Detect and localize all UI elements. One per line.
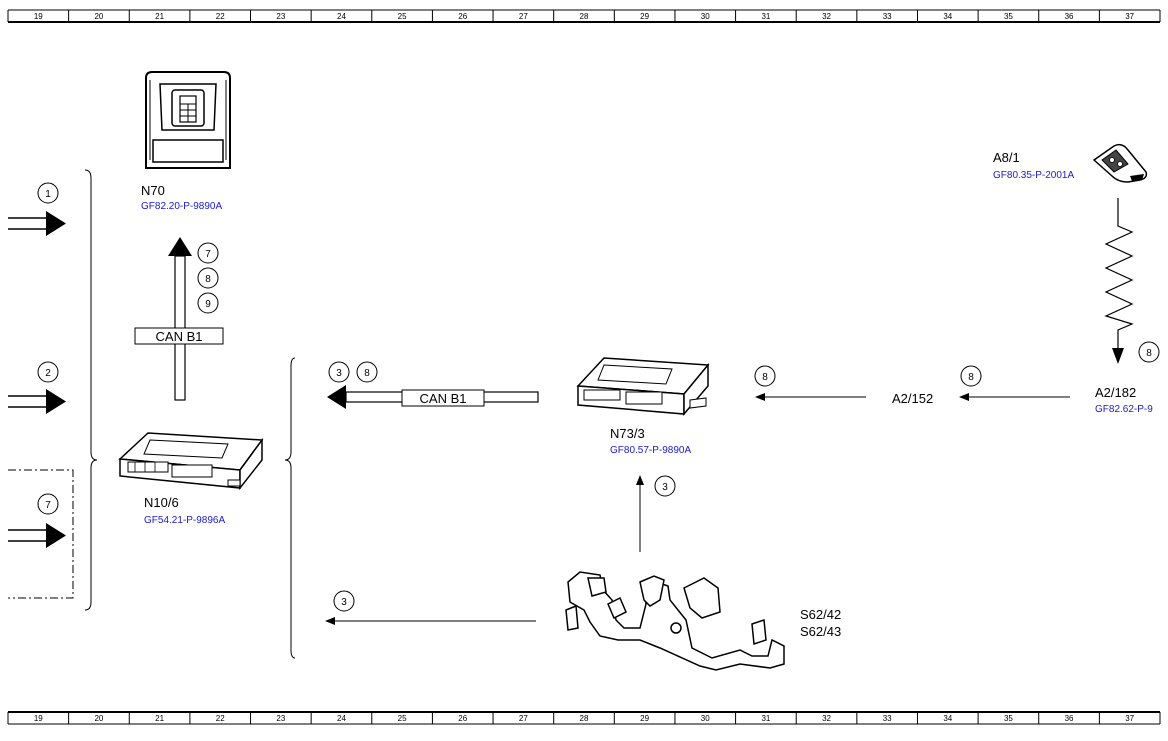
wireless-signal-zigzag	[1104, 198, 1134, 348]
top-ruler-number: 34	[943, 12, 952, 21]
bottom-ruler-number: 28	[580, 714, 589, 723]
top-ruler-number: 27	[519, 12, 528, 21]
top-ruler-number: 32	[822, 12, 831, 21]
s62-43-label: S62/43	[800, 624, 841, 639]
middle-brace	[284, 357, 296, 659]
top-ruler-number: 28	[580, 12, 589, 21]
n73-3-label: N73/3	[610, 426, 645, 441]
bottom-ruler-number: 20	[94, 714, 103, 723]
input-arrow-2: 2	[8, 361, 66, 414]
a2-182-ref-link[interactable]: GF82.62-P-9	[1095, 404, 1153, 415]
bottom-ruler-number: 23	[276, 714, 285, 723]
top-ruler-number: 19	[34, 12, 43, 21]
bottom-ruler-number: 36	[1065, 714, 1074, 723]
top-ruler-number: 30	[701, 12, 710, 21]
input-arrow-7: 7	[8, 469, 74, 599]
s62-42-label: S62/42	[800, 607, 841, 622]
bottom-ruler-number: 31	[761, 714, 770, 723]
n73-3-control-module	[576, 357, 710, 417]
top-ruler-number: 23	[276, 12, 285, 21]
n70-label: N70	[141, 183, 165, 198]
can-b1-label-upper: CAN B1	[156, 329, 203, 344]
signal-s62-up-3: 3	[662, 482, 668, 493]
n10-6-control-module	[118, 432, 264, 491]
a2-182-label: A2/182	[1095, 385, 1136, 400]
top-ruler: 19 20 21 22 23 24 25 26 27 28 29 30 31 32 33 34 35 36 37	[7, 9, 1161, 23]
n70-overhead-panel	[145, 71, 231, 169]
left-brace	[84, 169, 98, 611]
top-ruler-number: 31	[761, 12, 770, 21]
top-ruler-number: 26	[458, 12, 467, 21]
signal-n70-8: 8	[205, 274, 211, 285]
top-ruler-number: 24	[337, 12, 346, 21]
signal-a2-152-8: 8	[968, 372, 974, 383]
n70-ref-link[interactable]: GF82.20-P-9890A	[141, 201, 222, 212]
bottom-ruler-number: 34	[943, 714, 952, 723]
bottom-ruler-number: 21	[155, 714, 164, 723]
top-ruler-number: 37	[1125, 12, 1134, 21]
top-ruler-number: 22	[216, 12, 225, 21]
signal-n70-9: 9	[205, 299, 211, 310]
bottom-ruler-number: 37	[1125, 714, 1134, 723]
key-fob-icon	[1092, 143, 1148, 183]
signal-in-7: 7	[45, 500, 51, 511]
bottom-ruler-number: 35	[1004, 714, 1013, 723]
signal-can-8: 8	[364, 368, 370, 379]
n10-6-label: N10/6	[144, 495, 179, 510]
bottom-ruler: 19 20 21 22 23 24 25 26 27 28 29 30 31 32 33 34 35 36 37	[7, 711, 1161, 725]
top-ruler-number: 25	[398, 12, 407, 21]
signal-s62-left-3: 3	[341, 597, 347, 608]
signal-a2-182-8: 8	[1146, 348, 1152, 359]
bottom-ruler-number: 32	[822, 714, 831, 723]
can-arrow-from-n73-3: CAN B1	[327, 385, 539, 409]
s62-door-latch-switch	[565, 571, 785, 671]
signal-in-2: 2	[45, 368, 51, 379]
signal-n73-in-8: 8	[762, 372, 768, 383]
bottom-ruler-number: 24	[337, 714, 346, 723]
top-ruler-number: 35	[1004, 12, 1013, 21]
bottom-ruler-number: 22	[216, 714, 225, 723]
input-arrow-1: 1	[8, 182, 66, 236]
a8-1-ref-link[interactable]: GF80.35-P-2001A	[993, 170, 1074, 181]
a2-152-label: A2/152	[892, 391, 933, 406]
signal-can-3: 3	[336, 368, 342, 379]
a8-1-label: A8/1	[993, 150, 1020, 165]
n73-3-ref-link[interactable]: GF80.57-P-9890A	[610, 445, 691, 456]
can-arrow-to-n70: CAN B1	[134, 237, 224, 401]
bottom-ruler-number: 27	[519, 714, 528, 723]
top-ruler-number: 20	[94, 12, 103, 21]
can-b1-label-middle: CAN B1	[420, 391, 467, 406]
top-ruler-number: 36	[1065, 12, 1074, 21]
bottom-ruler-number: 19	[34, 714, 43, 723]
bottom-ruler-number: 26	[458, 714, 467, 723]
bottom-ruler-number: 33	[883, 714, 892, 723]
signal-n70-7: 7	[205, 249, 211, 260]
top-ruler-number: 21	[155, 12, 164, 21]
bottom-ruler-number: 25	[398, 714, 407, 723]
top-ruler-number: 33	[883, 12, 892, 21]
bottom-ruler-number: 29	[640, 714, 649, 723]
top-ruler-number: 29	[640, 12, 649, 21]
signal-in-1: 1	[45, 189, 51, 200]
n10-6-ref-link[interactable]: GF54.21-P-9896A	[144, 515, 225, 526]
bottom-ruler-number: 30	[701, 714, 710, 723]
